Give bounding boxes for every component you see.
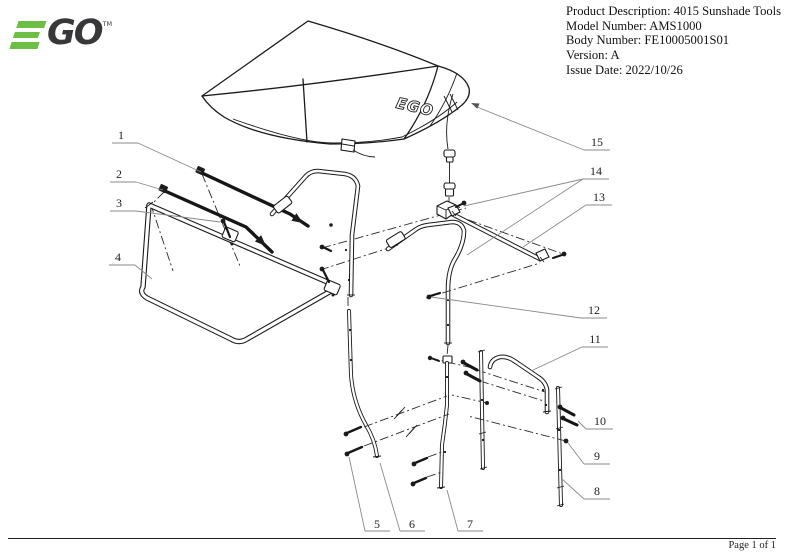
page-number: Page 1 of 1 — [728, 540, 776, 551]
ego-logo: GO TM — [9, 13, 113, 53]
assembly-arrow — [254, 235, 266, 246]
callout-number: 8 — [594, 484, 600, 498]
tube-sleeve — [273, 195, 293, 214]
callout-11: 11 — [530, 332, 608, 372]
callout-5: 5 — [348, 456, 390, 532]
break-symbol — [405, 424, 418, 438]
callout-number: 12 — [588, 303, 600, 317]
canopy-brand-text: EGO — [394, 94, 435, 120]
callout-12: 12 — [430, 296, 607, 319]
callout-number: 15 — [591, 135, 603, 149]
callout-number: 3 — [116, 196, 122, 210]
callout-7: 7 — [446, 489, 483, 532]
cross-tube — [447, 204, 550, 263]
callout-4: 4 — [109, 250, 153, 280]
callout-number: 14 — [590, 164, 602, 178]
callout-8: 8 — [561, 478, 610, 500]
callout-15: 15 — [471, 103, 610, 151]
screw-part-9 — [563, 438, 569, 444]
leader-arrow — [471, 103, 480, 109]
tube-hole-marks — [344, 248, 562, 472]
trademark-symbol: TM — [102, 20, 113, 28]
callout-3: 3 — [110, 196, 221, 223]
rear-frame — [477, 349, 565, 507]
document-info-block: Product Description: 4015 Sunshade Tools… — [566, 4, 798, 78]
callout-number: 10 — [594, 414, 606, 428]
callout-number: 9 — [594, 449, 600, 463]
field-issue-date: Issue Date: 2022/10/26 — [566, 62, 683, 77]
callout-2: 2 — [110, 167, 164, 191]
canopy-tab — [340, 138, 356, 153]
callout-10: 10 — [577, 414, 613, 430]
callout-number: 11 — [589, 332, 601, 346]
lower-center-lines — [363, 262, 567, 478]
callout-14: 14 — [463, 164, 609, 256]
footer-rule — [8, 538, 776, 540]
front-right-tube — [385, 219, 467, 489]
callout-9: 9 — [567, 442, 610, 465]
canopy-cord — [446, 93, 454, 150]
field-version: Version: A — [566, 48, 620, 63]
fasteners — [220, 200, 579, 487]
ego-logo-go: GO — [47, 13, 104, 53]
callout-number: 7 — [467, 517, 473, 531]
front-left-tube — [269, 168, 382, 458]
break-symbol — [393, 406, 406, 420]
frame-clamp — [323, 279, 341, 296]
canopy-fasteners — [443, 149, 456, 197]
callout-number: 1 — [118, 128, 124, 142]
callout-6: 6 — [379, 462, 425, 532]
front-bow-frame — [138, 201, 341, 345]
screw — [485, 401, 489, 405]
support-rod-2 — [158, 184, 274, 254]
callout-number: 6 — [409, 517, 415, 531]
callout-number: 4 — [115, 250, 121, 264]
field-model-number: Model Number: AMS1000 — [566, 18, 702, 33]
field-body-number: Body Number: FE10005001S01 — [566, 33, 730, 48]
canopy: EGO — [201, 20, 470, 158]
field-product-description: Product Description: 4015 Sunshade Tools — [566, 4, 782, 18]
callout-13: 13 — [522, 190, 612, 248]
tube-sleeve — [385, 231, 406, 248]
canopy-ridge-line — [201, 65, 439, 97]
callout-number: 13 — [593, 190, 605, 204]
callout-1: 1 — [112, 128, 202, 173]
callout-number: 5 — [374, 517, 380, 531]
callout-number: 2 — [116, 167, 122, 181]
support-rod-1 — [195, 166, 310, 228]
assembly-arrow — [291, 213, 303, 223]
canopy-fold-line — [302, 78, 308, 143]
